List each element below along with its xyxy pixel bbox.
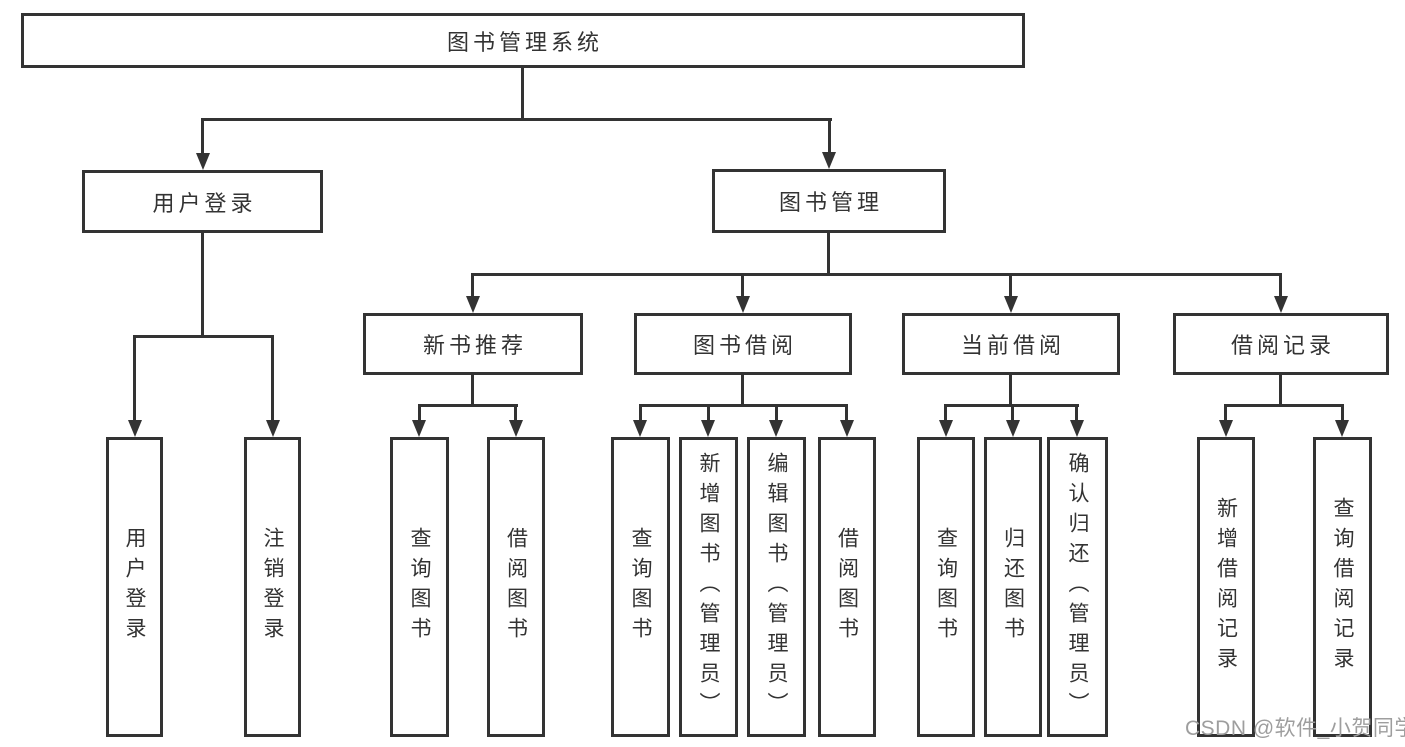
- connector-arrowhead: [466, 296, 480, 313]
- connector-drop: [133, 335, 136, 421]
- leaf-user-login: 用户登录: [106, 437, 163, 737]
- connector-user-login-stem: [201, 233, 204, 335]
- node-label: 图书借阅: [692, 333, 797, 358]
- connector-root-bar: [201, 118, 832, 121]
- connector-arrowhead: [196, 153, 210, 170]
- leaf-label: 归还图书: [1001, 527, 1025, 647]
- connector-drop: [1279, 273, 1282, 297]
- connector-drop: [845, 404, 848, 421]
- leaf-label: 查询图书: [934, 527, 958, 647]
- leaf-borrow-edit-books-admin: 编辑图书（管理员）: [747, 437, 806, 737]
- connector-drop: [418, 404, 421, 421]
- connector-arrowhead: [266, 420, 280, 437]
- leaf-current-confirm-return-admin: 确认归还（管理员）: [1047, 437, 1108, 737]
- connector-drop: [944, 404, 947, 421]
- leaf-label: 编辑图书（管理员）: [765, 452, 788, 722]
- connector-drop: [707, 404, 710, 421]
- connector-book-management-bar: [471, 273, 1282, 276]
- node-label: 图书管理系统: [446, 29, 603, 55]
- node-library-management-system: 图书管理系统: [21, 13, 1025, 68]
- connector-drop: [471, 273, 474, 297]
- connector-stem: [741, 375, 744, 406]
- leaf-current-return-books: 归还图书: [984, 437, 1042, 737]
- node-label: 借阅记录: [1230, 333, 1335, 358]
- connector-arrowhead: [1335, 420, 1349, 437]
- csdn-watermark: CSDN @软件_小贺同学: [1185, 717, 1405, 740]
- leaf-label: 确认归还（管理员）: [1066, 452, 1089, 722]
- connector-arrowhead: [1219, 420, 1233, 437]
- leaf-label: 查询图书: [408, 527, 431, 647]
- connector-drop: [775, 404, 778, 421]
- connector-arrowhead: [736, 296, 750, 313]
- leaf-current-query-books: 查询图书: [917, 437, 975, 737]
- connector-stem: [1009, 375, 1012, 406]
- connector-bar: [1224, 404, 1344, 407]
- connector-arrowhead: [769, 420, 783, 437]
- node-label: 新书推荐: [422, 333, 527, 358]
- leaf-label: 借阅图书: [835, 527, 859, 647]
- connector-book-management-stem: [827, 233, 830, 273]
- connector-drop: [741, 273, 744, 297]
- leaf-label: 借阅图书: [504, 527, 528, 647]
- node-label: 当前借阅: [960, 333, 1065, 358]
- connector-stem: [1279, 375, 1282, 406]
- connector-drop: [1009, 273, 1012, 297]
- connector-arrowhead: [128, 420, 142, 437]
- leaf-borrow-borrow-books: 借阅图书: [818, 437, 876, 737]
- leaf-label: 查询图书: [629, 527, 652, 647]
- connector-arrowhead: [509, 420, 523, 437]
- connector-bar: [418, 404, 518, 407]
- node-label: 用户登录: [152, 190, 257, 216]
- leaf-recommend-borrow-books: 借阅图书: [487, 437, 545, 737]
- leaf-label: 新增图书（管理员）: [697, 452, 720, 722]
- leaf-records-query-borrow-record: 查询借阅记录: [1313, 437, 1372, 737]
- leaf-records-add-borrow-record: 新增借阅记录: [1197, 437, 1255, 737]
- leaf-recommend-query-books: 查询图书: [390, 437, 449, 737]
- leaf-borrow-add-books-admin: 新增图书（管理员）: [679, 437, 738, 737]
- node-current-borrowing: 当前借阅: [902, 313, 1120, 375]
- connector-arrowhead: [633, 420, 647, 437]
- connector-arrowhead: [412, 420, 426, 437]
- connector-arrowhead: [1004, 296, 1018, 313]
- connector-arrowhead: [1070, 420, 1084, 437]
- node-label: 图书管理: [778, 190, 883, 215]
- leaf-label: 用户登录: [123, 527, 146, 647]
- connector-bar: [639, 404, 847, 407]
- connector-root-stem: [521, 68, 524, 118]
- connector-drop: [1224, 404, 1227, 421]
- connector-user-login-bar: [133, 335, 274, 338]
- node-user-login: 用户登录: [82, 170, 323, 233]
- node-book-management: 图书管理: [712, 169, 946, 233]
- node-borrowing-records: 借阅记录: [1173, 313, 1389, 375]
- connector-drop: [1075, 404, 1078, 421]
- connector-drop: [639, 404, 642, 421]
- connector-drop: [514, 404, 517, 421]
- leaf-label: 注销登录: [261, 527, 284, 647]
- leaf-label: 查询借阅记录: [1331, 497, 1354, 677]
- connector-drop-book-management: [828, 118, 831, 154]
- connector-drop: [271, 335, 274, 421]
- leaf-label: 新增借阅记录: [1214, 497, 1238, 677]
- connector-arrowhead: [840, 420, 854, 437]
- connector-arrowhead: [701, 420, 715, 437]
- connector-arrowhead: [1274, 296, 1288, 313]
- connector-stem: [471, 375, 474, 406]
- leaf-logout: 注销登录: [244, 437, 301, 737]
- connector-drop-user-login: [201, 118, 204, 154]
- connector-arrowhead: [822, 152, 836, 169]
- connector-arrowhead: [1006, 420, 1020, 437]
- connector-drop: [1011, 404, 1014, 421]
- node-book-borrowing: 图书借阅: [634, 313, 852, 375]
- leaf-borrow-query-books: 查询图书: [611, 437, 670, 737]
- connector-arrowhead: [939, 420, 953, 437]
- node-new-book-recommendation: 新书推荐: [363, 313, 583, 375]
- connector-drop: [1341, 404, 1344, 421]
